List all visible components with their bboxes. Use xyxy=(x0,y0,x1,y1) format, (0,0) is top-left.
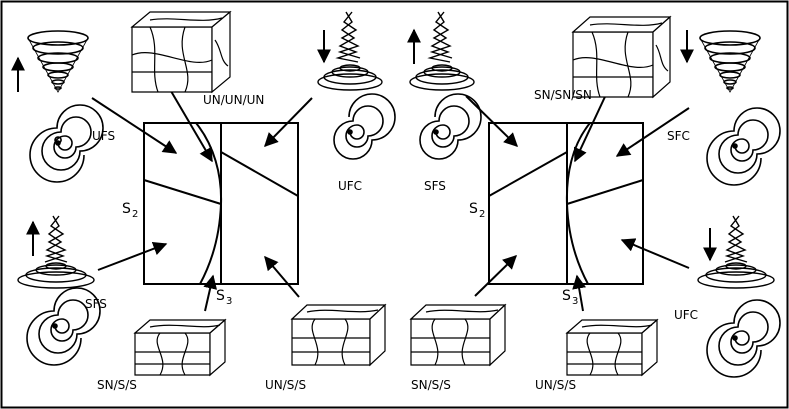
sn-sn-sn-cube xyxy=(571,15,672,99)
sfs-bottom-3d-helix xyxy=(17,215,95,289)
ufs-3d-helix xyxy=(27,30,89,93)
label-sfs-bottom: SFS xyxy=(85,297,107,311)
direction-arrows xyxy=(11,28,717,262)
svg-text:3: 3 xyxy=(572,296,578,307)
label-ufc-bottom: UFC xyxy=(674,308,698,322)
label-s3-left: S 3 xyxy=(216,288,232,307)
label-ufc-top: UFC xyxy=(338,179,362,193)
right-arrows xyxy=(465,85,690,312)
label-sfs-top: SFS xyxy=(424,179,446,193)
right-parameter-panel xyxy=(488,122,644,285)
label-ufs: UFS xyxy=(92,129,115,143)
label-s2-right: S 2 xyxy=(469,201,485,220)
label-sn-s-s-right: SN/S/S xyxy=(411,378,451,392)
svg-text:2: 2 xyxy=(479,209,485,220)
svg-text:3: 3 xyxy=(226,296,232,307)
ufc-top-3d-helix xyxy=(317,11,383,91)
svg-text:S: S xyxy=(562,288,571,304)
svg-text:2: 2 xyxy=(132,209,138,220)
un-un-un-cube xyxy=(130,10,232,94)
svg-text:S: S xyxy=(469,201,478,217)
ufc-bottom-3d-helix xyxy=(697,215,775,289)
label-sn-s-s-left: SN/S/S xyxy=(97,378,137,392)
label-s2-left: S 2 xyxy=(122,201,138,220)
sfc-3d-helix xyxy=(699,30,761,93)
un-s-s-right-cube xyxy=(565,318,659,377)
sfs-top-spiral-portrait xyxy=(419,93,482,160)
sfs-bottom-spiral-portrait xyxy=(26,287,101,366)
label-sfc: SFC xyxy=(667,129,690,143)
label-s3-right: S 3 xyxy=(562,288,578,307)
ufc-bottom-spiral-portrait xyxy=(706,299,781,378)
label-un-s-s-left: UN/S/S xyxy=(265,378,306,392)
svg-text:S: S xyxy=(216,288,225,304)
ufs-spiral-portrait xyxy=(29,104,104,183)
left-parameter-panel xyxy=(143,122,299,285)
sfc-spiral-portrait xyxy=(706,107,781,186)
svg-text:S: S xyxy=(122,201,131,217)
sn-s-s-right-cube xyxy=(409,303,507,367)
left-arrows xyxy=(91,85,313,312)
sfs-top-3d-helix xyxy=(409,11,475,91)
label-sn-sn-sn: SN/SN/SN xyxy=(534,88,592,102)
un-s-s-left-cube xyxy=(290,303,387,367)
ufc-top-spiral-portrait xyxy=(333,93,396,160)
label-un-un-un: UN/UN/UN xyxy=(203,93,264,107)
label-un-s-s-right: UN/S/S xyxy=(535,378,576,392)
sn-s-s-left-cube xyxy=(133,318,227,377)
